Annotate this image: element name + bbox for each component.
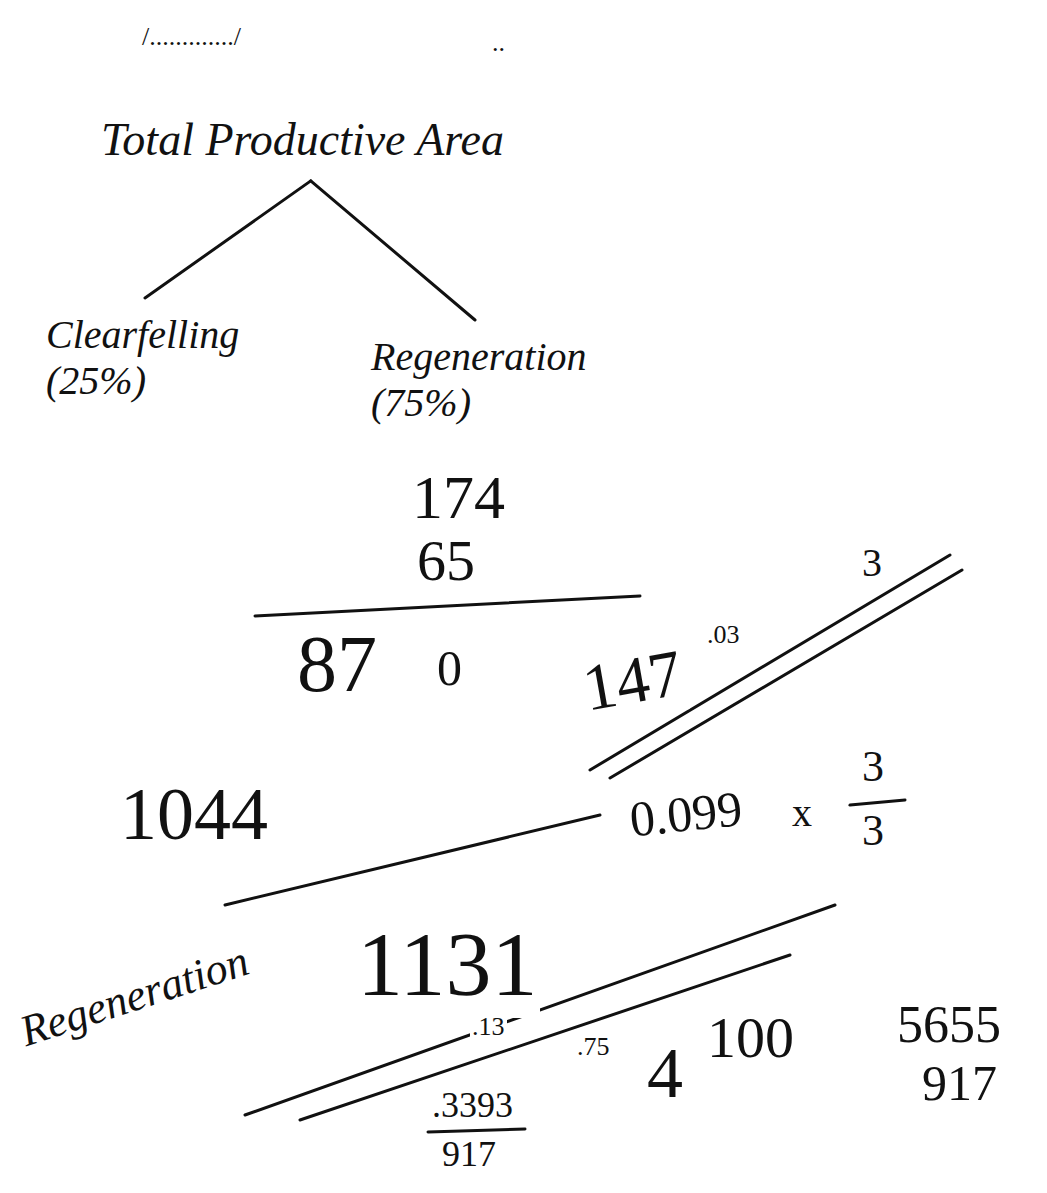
handwritten-number: 65 <box>415 528 477 595</box>
branch-heading: Regeneration (75%) <box>365 330 585 430</box>
handwritten-number: 174 <box>410 462 507 533</box>
branch-line <box>311 181 475 320</box>
sum-line <box>255 596 640 616</box>
handwritten-number: 4 <box>645 1032 685 1115</box>
branch-heading: Clearfelling (25%) <box>40 308 250 408</box>
handwritten-heading: Total Productive Area <box>101 114 504 167</box>
handwritten-number: 100 <box>705 1005 796 1072</box>
fraction-bar <box>428 1129 525 1132</box>
handwritten-number: x <box>790 790 814 836</box>
handwritten-number: 917 <box>920 1055 999 1113</box>
handwritten-number: 5655 <box>895 995 1003 1055</box>
handwritten-heading: Clearfelling (25%) <box>46 312 244 404</box>
handwritten-note: Regeneration <box>12 936 257 1059</box>
handwritten-number: /............./ <box>140 22 243 52</box>
handwritten-number: .. <box>490 28 507 58</box>
handwritten-number: 1131 <box>355 912 540 1018</box>
handwritten-number: 917 <box>440 1134 498 1175</box>
handwritten-number: 0.099 <box>625 780 747 849</box>
handwritten-heading: Regeneration (75%) <box>371 334 579 426</box>
handwritten-number: .3393 <box>430 1085 515 1126</box>
handwritten-number: .75 <box>575 1032 612 1062</box>
handwritten-number: 3 <box>860 806 886 857</box>
handwritten-number: 0 <box>435 640 464 698</box>
handwritten-number: 147 <box>575 634 690 727</box>
handwritten-number: 3 <box>860 540 884 586</box>
handwritten-number: 1044 <box>118 772 270 857</box>
handwritten-number: .13 <box>470 1012 507 1042</box>
root-heading: Total Productive Area <box>95 110 510 171</box>
handwritten-number: .03 <box>705 620 742 650</box>
branch-line <box>145 181 311 298</box>
handwritten-number: 3 <box>860 742 886 793</box>
handwritten-number: 87 <box>295 618 379 710</box>
double-line <box>245 905 835 1115</box>
sum-line <box>225 815 600 905</box>
fraction-bar <box>850 800 905 805</box>
